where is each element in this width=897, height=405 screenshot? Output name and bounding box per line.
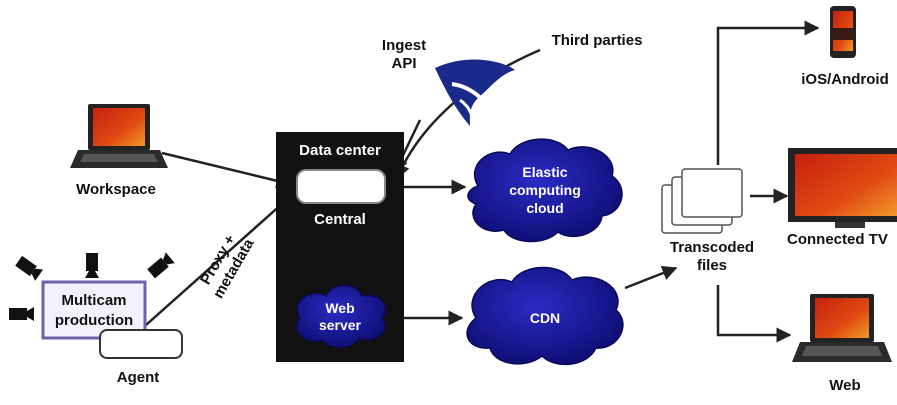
smartphone-icon bbox=[830, 6, 856, 58]
file-stack-icon bbox=[661, 168, 743, 234]
tv-icon bbox=[788, 148, 897, 228]
cdn-to-files-line bbox=[624, 265, 678, 290]
central-label: Central bbox=[314, 211, 366, 228]
web-server-cloud: Web server bbox=[296, 284, 387, 348]
elastic-cloud-label-3: cloud bbox=[526, 200, 563, 216]
third-parties-label: Third parties bbox=[552, 32, 643, 49]
multicam-production-box: Multicam production bbox=[41, 280, 147, 340]
workspace-label: Workspace bbox=[76, 181, 156, 198]
laptop-icon bbox=[792, 294, 892, 362]
multicam-label-1: Multicam bbox=[61, 292, 126, 309]
web-server-label-1: Web bbox=[325, 300, 354, 316]
data-center-box: Data center Central Web server bbox=[276, 132, 404, 362]
elastic-cloud: Elastic computing cloud bbox=[467, 138, 623, 243]
workspace-to-central-line bbox=[161, 151, 292, 189]
thirdparty-to-central-line bbox=[395, 48, 541, 180]
connected-tv-label: Connected TV bbox=[787, 231, 888, 248]
transcoded-label-2: files bbox=[697, 257, 727, 274]
files-to-mobile-line bbox=[716, 20, 820, 165]
camera-icon bbox=[15, 255, 44, 281]
web-server-label-2: server bbox=[319, 317, 362, 333]
wing-logo-icon bbox=[435, 59, 515, 126]
transcoded-label-1: Transcoded bbox=[670, 239, 754, 256]
cdn-cloud: CDN bbox=[466, 266, 624, 366]
agent-box bbox=[99, 329, 183, 359]
data-center-label: Data center bbox=[299, 142, 381, 159]
elastic-cloud-label-2: computing bbox=[509, 182, 581, 198]
central-box bbox=[296, 169, 386, 204]
agent-label: Agent bbox=[117, 369, 160, 386]
cdn-label: CDN bbox=[530, 310, 560, 326]
ios-android-label: iOS/Android bbox=[801, 71, 889, 88]
camera-icon bbox=[85, 253, 99, 278]
laptop-icon bbox=[70, 104, 168, 168]
ingest-api-label-1: Ingest bbox=[382, 37, 426, 54]
files-to-web-line bbox=[716, 285, 792, 343]
camera-icon bbox=[147, 252, 175, 279]
web-label: Web bbox=[829, 377, 860, 394]
camera-icon bbox=[9, 307, 34, 321]
elastic-cloud-label-1: Elastic bbox=[522, 164, 567, 180]
production-to-central-line bbox=[145, 194, 294, 326]
multicam-label-2: production bbox=[55, 312, 133, 329]
ingest-api-label-2: API bbox=[391, 55, 416, 72]
